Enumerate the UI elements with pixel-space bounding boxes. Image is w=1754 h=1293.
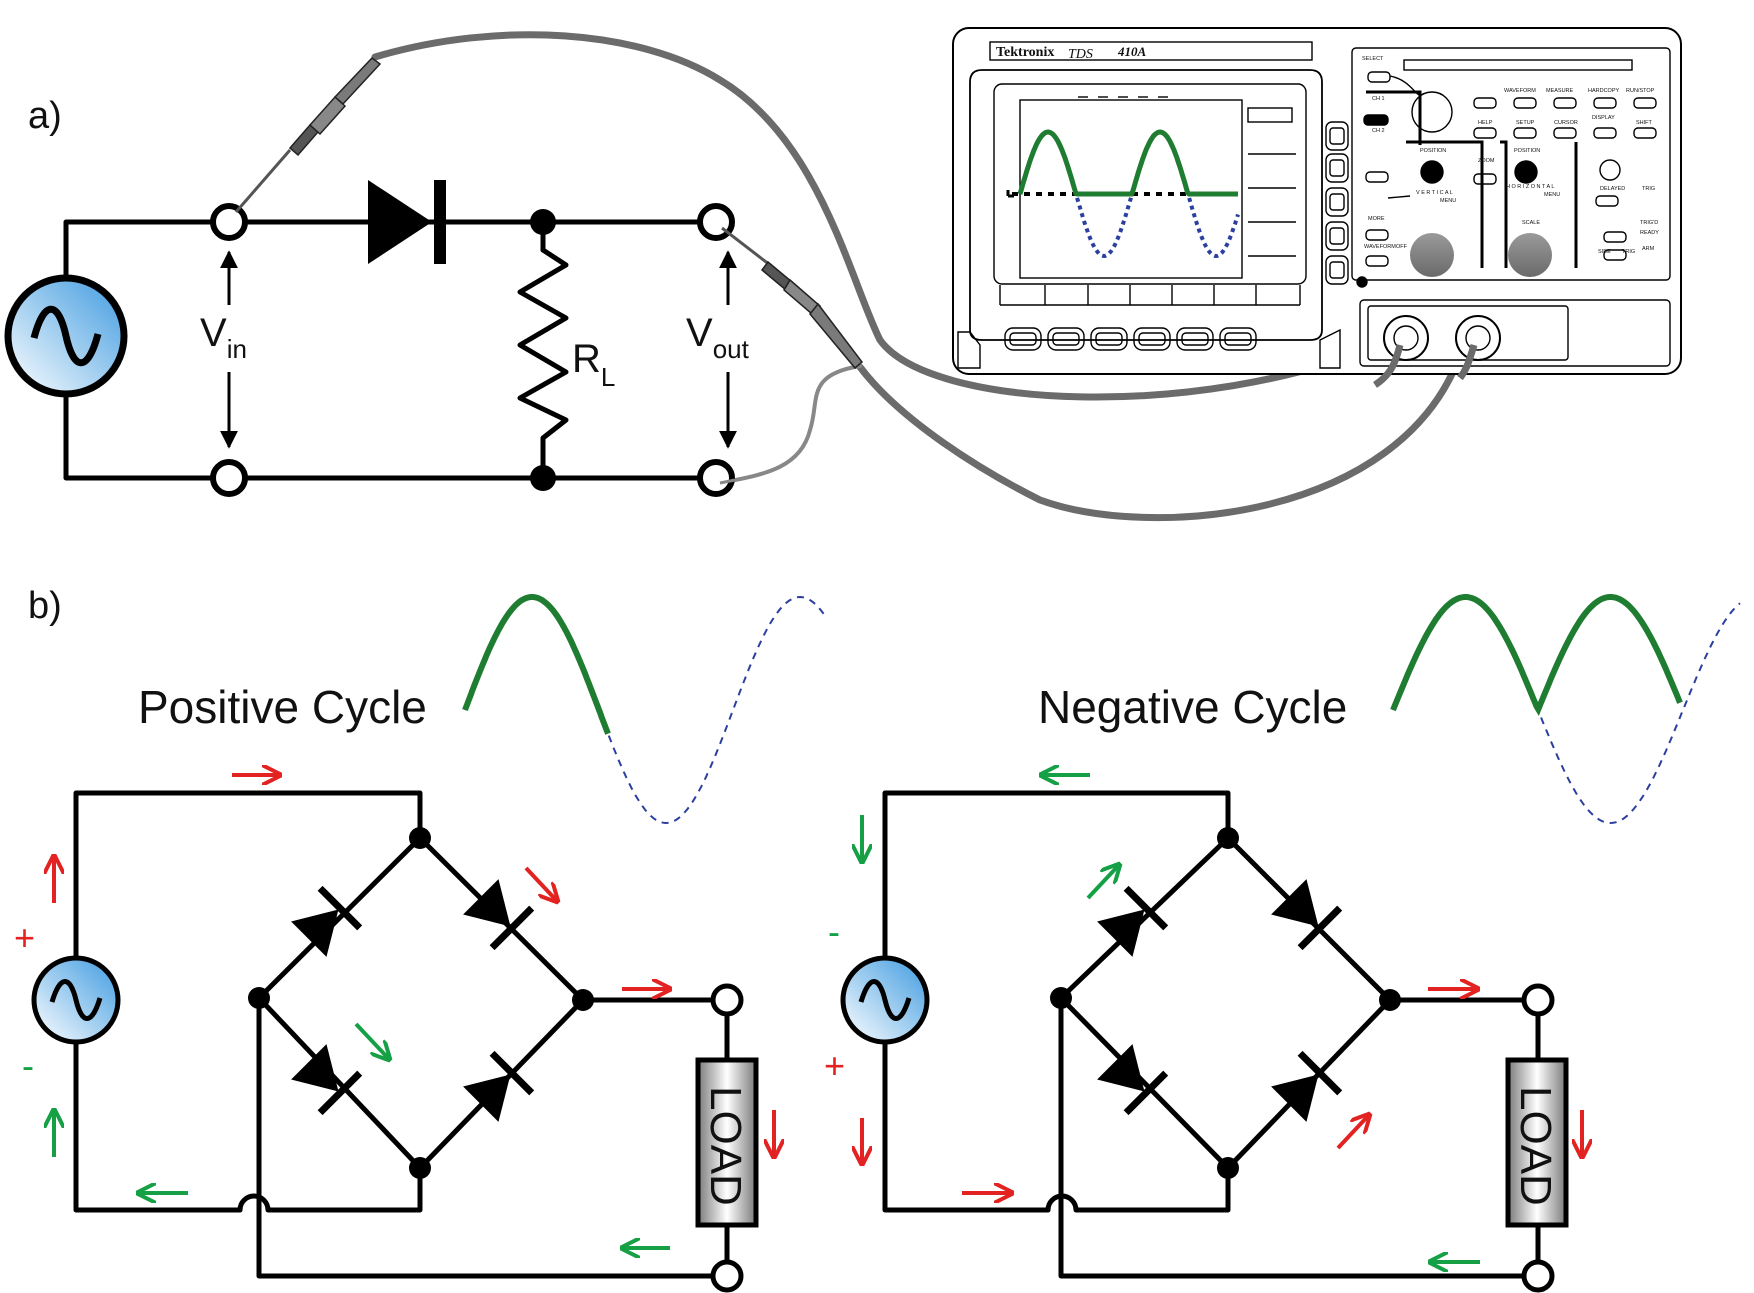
- svg-text:DISPLAY: DISPLAY: [1592, 115, 1615, 121]
- load-resistor: [1505, 1057, 1569, 1228]
- svg-text:ZOOM: ZOOM: [1478, 158, 1495, 164]
- svg-text:MENU: MENU: [1544, 192, 1560, 198]
- svg-text:SIDE: SIDE: [1598, 249, 1611, 255]
- svg-text:OFF: OFF: [1396, 244, 1408, 250]
- negative-current-arrows: [862, 775, 1582, 1262]
- ac-source: [31, 955, 121, 1045]
- load-resistor: [695, 1057, 759, 1228]
- probe-cables: [371, 31, 1464, 522]
- svg-text:READY: READY: [1640, 230, 1659, 236]
- panel-a-label: a): [28, 95, 62, 137]
- rl-label: RL: [572, 337, 615, 392]
- svg-text:CH 1: CH 1: [1372, 96, 1385, 102]
- junction-dot: [530, 465, 556, 491]
- svg-text:SHIFT: SHIFT: [1636, 120, 1653, 126]
- negative-cycle-title: Negative Cycle: [1038, 681, 1347, 733]
- positive-current-arrows: [54, 775, 774, 1248]
- svg-text:RUN/STOP: RUN/STOP: [1626, 88, 1655, 94]
- vin-terminal-top: [210, 203, 248, 241]
- positive-cycle-waveform: [462, 594, 826, 825]
- negative-plus-sign: +: [824, 1045, 845, 1086]
- ac-source: [4, 274, 128, 398]
- svg-text:WAVEFORM: WAVEFORM: [1504, 88, 1536, 94]
- svg-text:MENU: MENU: [1440, 198, 1456, 204]
- positive-cycle-title: Positive Cycle: [138, 681, 427, 733]
- negative-cycle-waveform: [1390, 594, 1741, 825]
- vout-label: Vout: [686, 311, 750, 364]
- scope-model-number: 410A: [1117, 44, 1147, 59]
- vin-label: Vin: [200, 311, 247, 364]
- positive-plus-sign: +: [14, 917, 35, 958]
- svg-text:TRIG: TRIG: [1622, 249, 1635, 255]
- svg-text:H O R I Z O N T A L: H O R I Z O N T A L: [1506, 184, 1554, 190]
- svg-text:V E R T I C A L: V E R T I C A L: [1416, 190, 1453, 196]
- svg-text:CURSOR: CURSOR: [1554, 120, 1578, 126]
- load-label: LOAD: [701, 1086, 750, 1206]
- negative-minus-sign: -: [828, 911, 840, 952]
- svg-text:TRIG'D: TRIG'D: [1640, 220, 1658, 226]
- positive-minus-sign: -: [22, 1045, 34, 1086]
- svg-text:HELP: HELP: [1478, 120, 1493, 126]
- negative-bridge-circuit: LOAD: [840, 790, 1569, 1293]
- scope-traces: [1006, 129, 1240, 259]
- svg-text:ARM: ARM: [1642, 246, 1655, 252]
- positive-bridge-circuit: LOAD: [31, 790, 759, 1293]
- half-wave-circuit: [4, 180, 737, 497]
- load-label: LOAD: [1511, 1086, 1560, 1206]
- scope-model: TDS: [1068, 47, 1093, 62]
- probe-input: [234, 56, 382, 213]
- diode: [368, 180, 446, 264]
- probe-output: [719, 226, 864, 485]
- svg-text:SELECT: SELECT: [1362, 56, 1384, 62]
- svg-text:DELAYED: DELAYED: [1600, 186, 1625, 192]
- junction-dot: [530, 209, 556, 235]
- svg-text:POSITION: POSITION: [1420, 148, 1446, 154]
- svg-text:SETUP: SETUP: [1516, 120, 1535, 126]
- vin-terminal-bottom: [210, 459, 248, 497]
- svg-text:SCALE: SCALE: [1522, 220, 1540, 226]
- svg-text:MORE: MORE: [1368, 216, 1385, 222]
- ac-source: [840, 955, 930, 1045]
- svg-text:CH 2: CH 2: [1372, 128, 1385, 134]
- svg-text:HARDCOPY: HARDCOPY: [1588, 88, 1620, 94]
- vout-terminal-bottom: [697, 459, 735, 497]
- svg-text:TRIG: TRIG: [1642, 186, 1655, 192]
- oscilloscope: Tektronix TDS 410A SELECT CH 1 CH 2: [952, 27, 1682, 388]
- svg-text:WAVEFORM: WAVEFORM: [1364, 244, 1396, 250]
- panel-b-label: b): [28, 585, 62, 627]
- scope-brand: Tektronix: [996, 45, 1054, 60]
- svg-text:POSITION: POSITION: [1514, 148, 1540, 154]
- svg-text:MEASURE: MEASURE: [1546, 88, 1574, 94]
